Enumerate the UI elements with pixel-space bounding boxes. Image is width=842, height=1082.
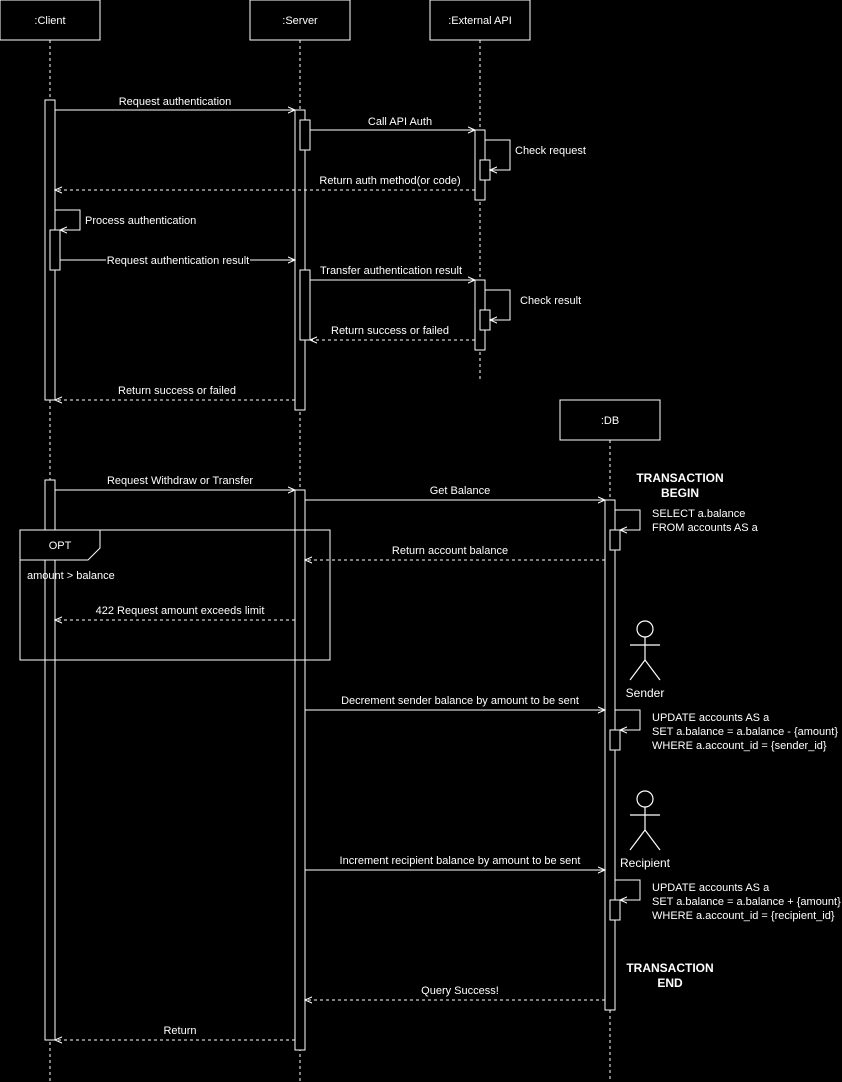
sql-update-recipient-line1: UPDATE accounts AS a: [652, 882, 770, 894]
msg-check-request: [485, 139, 511, 170]
msg-return-success-failed-1-label: Return success or failed: [331, 325, 449, 337]
msg-update-sender: [615, 709, 641, 730]
sql-select-line2: FROM accounts AS a: [652, 522, 759, 534]
msg-process-authentication: [55, 209, 81, 230]
transaction-end-line1: TRANSACTION: [626, 961, 713, 975]
msg-return-account-balance-label: Return account balance: [392, 545, 508, 557]
sql-update-sender-line1: UPDATE accounts AS a: [652, 712, 770, 724]
server-activation-2: [294, 489, 306, 1051]
sender-actor: Sender: [626, 620, 665, 700]
db-participant[interactable]: :DB: [559, 399, 661, 441]
client-activation-nested: [49, 229, 61, 271]
client-activation-2: [44, 479, 56, 1041]
msg-get-balance-label: Get Balance: [430, 485, 491, 497]
external-api-participant[interactable]: :External API: [429, 0, 531, 41]
msg-return-label: Return: [163, 1025, 196, 1037]
msg-check-result-label: Check result: [520, 295, 581, 307]
server-activation-1: [294, 109, 306, 411]
msg-422-exceeds-limit-label: 422 Request amount exceeds limit: [96, 605, 265, 617]
sql-update-recipient-line3: WHERE a.account_id = {recipient_id}: [652, 910, 835, 922]
msg-decrement-sender-label: Decrement sender balance by amount to be…: [341, 695, 579, 707]
sql-update-sender-line3: WHERE a.account_id = {sender_id}: [652, 740, 827, 752]
recipient-actor-label: Recipient: [620, 856, 671, 870]
msg-check-request-label: Check request: [515, 145, 586, 157]
sql-update-sender-line2: SET a.balance = a.balance - {amount}: [652, 726, 838, 738]
msg-request-auth-result-label: Request authentication result: [107, 255, 249, 267]
sql-update-recipient-line2: SET a.balance = a.balance + {amount}: [652, 896, 841, 908]
transaction-end-line2: END: [657, 976, 683, 990]
opt-label: OPT: [49, 540, 72, 552]
msg-transfer-auth-result-label: Transfer authentication result: [320, 265, 462, 277]
opt-condition: amount > balance: [27, 570, 115, 582]
msg-return-auth-method-label: Return auth method(or code): [319, 175, 460, 187]
server-participant-label: :Server: [282, 15, 318, 27]
msg-check-result: [485, 289, 511, 320]
client-participant-label: :Client: [34, 15, 65, 27]
external-api-participant-label: :External API: [448, 15, 512, 27]
recipient-actor: Recipient: [620, 790, 671, 870]
server-activation-nested-2: [299, 269, 311, 341]
opt-fragment: OPT amount > balance: [19, 529, 331, 661]
client-participant[interactable]: :Client: [0, 0, 101, 41]
db-activation-update-recipient: [609, 899, 621, 921]
msg-query-success-label: Query Success!: [421, 985, 499, 997]
external-api-activation-nested-2: [479, 309, 491, 331]
msg-select-balance: [615, 509, 641, 530]
transaction-begin-line1: TRANSACTION: [636, 471, 723, 485]
sender-actor-label: Sender: [626, 686, 665, 700]
external-api-activation-nested-1: [479, 159, 491, 181]
server-participant[interactable]: :Server: [249, 0, 351, 41]
msg-request-authentication-label: Request authentication: [119, 96, 232, 108]
db-activation-update-sender: [609, 729, 621, 751]
msg-return-success-failed-2-label: Return success or failed: [118, 385, 236, 397]
db-activation: [604, 499, 616, 1011]
server-activation-nested-1: [299, 119, 311, 151]
msg-update-recipient: [615, 879, 641, 900]
db-activation-select: [609, 529, 621, 551]
db-participant-label: :DB: [601, 415, 619, 427]
msg-increment-recipient-label: Increment recipient balance by amount to…: [340, 855, 581, 867]
msg-request-withdraw-label: Request Withdraw or Transfer: [107, 475, 253, 487]
msg-call-api-auth-label: Call API Auth: [368, 116, 432, 128]
transaction-begin-line2: BEGIN: [661, 486, 699, 500]
msg-process-authentication-label: Process authentication: [85, 215, 196, 227]
sql-select-line1: SELECT a.balance: [652, 508, 745, 520]
